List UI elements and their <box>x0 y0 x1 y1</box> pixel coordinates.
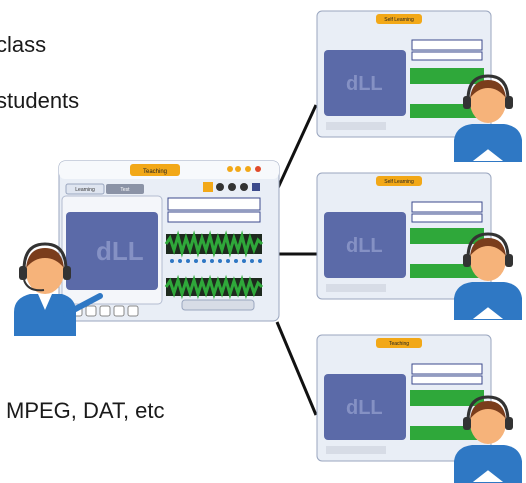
student-person-icon-3 <box>454 395 522 483</box>
student-app-window-3: Teaching dLL <box>316 334 492 462</box>
logo: dLL <box>96 236 144 266</box>
caption-class: class <box>0 32 47 57</box>
line-to-student-3 <box>275 321 318 416</box>
caption-students: students <box>0 88 80 113</box>
student-person-icon-1 <box>454 74 522 162</box>
student-1-logo: dLL <box>346 73 383 95</box>
teacher-title: Teaching <box>143 169 167 175</box>
student-2-title: Self Learning <box>384 179 414 185</box>
student-3-logo: dLL <box>346 397 383 419</box>
student-1-title: Self Learning <box>384 17 414 23</box>
teacher-app-window: Teaching Learning Test dLL <box>58 160 280 322</box>
line-to-student-1 <box>275 104 318 191</box>
tab-test: Test <box>120 187 130 193</box>
video-area <box>66 212 158 290</box>
student-app-window-1: Self Learning dLL <box>316 10 492 138</box>
student-2-logo: dLL <box>346 235 383 257</box>
title-bar <box>130 164 180 176</box>
student-person-icon-2 <box>454 232 522 320</box>
student-app-window-2: Self Learning dLL <box>316 172 492 300</box>
student-3-title: Teaching <box>389 341 409 347</box>
tab-learning: Learning <box>75 187 95 193</box>
caption-formats: MPEG, DAT, etc <box>6 398 165 423</box>
teacher-person-icon <box>14 242 103 336</box>
